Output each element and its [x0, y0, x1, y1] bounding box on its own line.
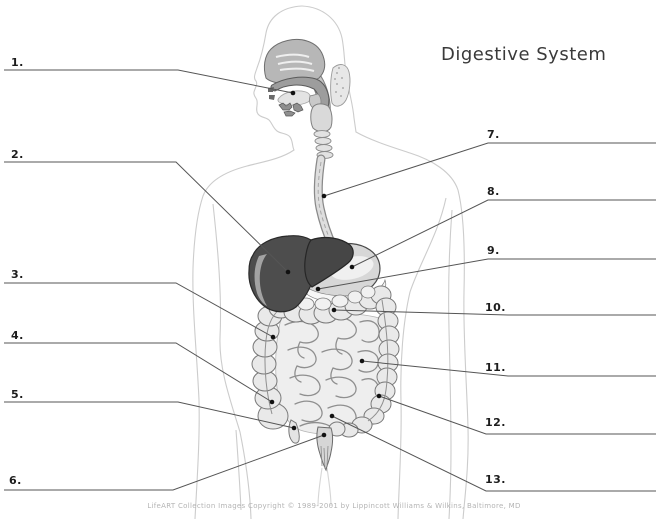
leader-line-2 — [4, 161, 289, 273]
label-8: 8. — [487, 185, 500, 198]
leader-line-6 — [4, 434, 325, 491]
leader-line-4 — [4, 342, 273, 403]
copyright-text: LifeART Collection Images Copyright © 19… — [147, 502, 521, 510]
appendix-body — [288, 419, 300, 444]
leader-dot-13 — [329, 413, 335, 419]
nasal-conchae — [275, 53, 315, 72]
leader-line-7 — [323, 142, 656, 197]
leader-dots — [269, 90, 382, 438]
larynx — [310, 103, 333, 133]
leader-dot-12 — [376, 393, 382, 399]
label-10: 10. — [485, 301, 506, 314]
left-hip-contour — [235, 429, 242, 511]
head-anatomy-group — [263, 38, 351, 159]
liver-left-lobe — [304, 236, 354, 288]
leader-line-11 — [361, 360, 656, 377]
trachea-rings — [313, 130, 334, 159]
leader-line-12 — [378, 395, 656, 435]
leader-line-9 — [317, 258, 656, 290]
esophagus-body — [314, 155, 337, 251]
leader-line-8 — [351, 199, 656, 268]
leader-dot-6 — [321, 432, 327, 438]
leader-dot-5 — [291, 425, 297, 431]
head-face-profile — [192, 5, 303, 519]
leader-dot-2 — [285, 269, 291, 275]
label-7: 7. — [487, 128, 500, 141]
body-outline — [192, 5, 469, 519]
taenia-coli-lines — [264, 299, 389, 422]
label-11: 11. — [485, 361, 506, 374]
leader-line-5 — [4, 401, 295, 429]
leader-lines — [4, 69, 656, 492]
label-1: 1. — [11, 56, 24, 69]
label-5: 5. — [11, 388, 24, 401]
leader-line-10 — [333, 309, 656, 316]
spine-stipple-dots — [334, 67, 344, 97]
appendix — [288, 419, 300, 444]
liver-highlight — [254, 254, 267, 306]
label-3: 3. — [11, 268, 24, 281]
leader-dot-3 — [270, 334, 276, 340]
leader-dot-11 — [359, 358, 365, 364]
left-torso-contour — [212, 203, 252, 519]
leader-line-3 — [4, 282, 274, 338]
leader-line-13 — [331, 415, 656, 492]
label-13: 13. — [485, 473, 506, 486]
legs-contour — [317, 467, 332, 507]
cervical-spine-texture — [330, 64, 351, 107]
rectum-body — [316, 426, 333, 472]
leader-dot-7 — [321, 193, 327, 199]
label-6: 6. — [9, 474, 22, 487]
label-4: 4. — [11, 329, 24, 342]
anal-canal-striations — [320, 445, 329, 470]
page-title: Digestive System — [441, 44, 607, 65]
esophagus-center-line — [317, 161, 333, 246]
leader-line-1 — [4, 69, 294, 94]
label-2: 2. — [11, 148, 24, 161]
teeth — [278, 102, 304, 117]
tongue — [277, 90, 311, 106]
leader-dot-4 — [269, 399, 275, 405]
label-12: 12. — [485, 416, 506, 429]
leader-dot-9 — [315, 286, 321, 292]
rectum — [316, 426, 333, 472]
right-torso-contour — [397, 197, 447, 519]
liver — [248, 235, 354, 313]
head-back-and-right-arm — [301, 5, 469, 519]
leader-dot-1 — [290, 90, 296, 96]
leader-dot-8 — [349, 264, 355, 270]
esophagus — [313, 154, 338, 252]
leader-dot-10 — [331, 307, 337, 313]
label-9: 9. — [487, 244, 500, 257]
